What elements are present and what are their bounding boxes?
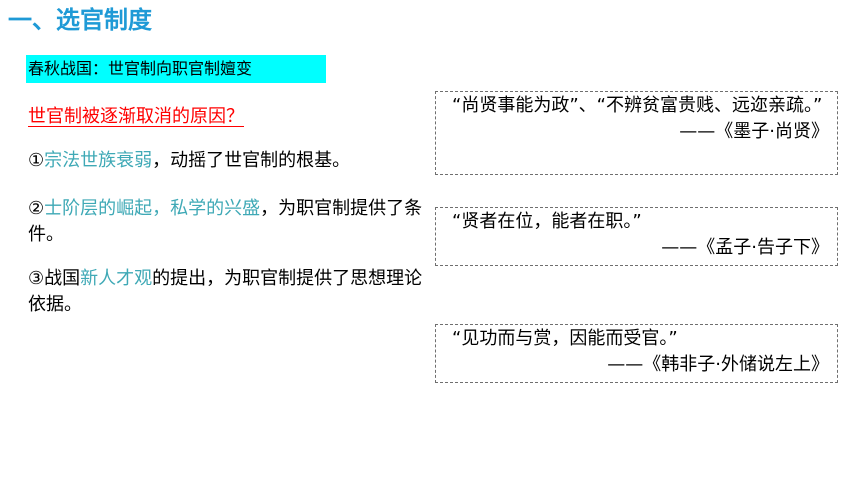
point-highlight: 士阶层的崛起，私学的兴盛	[44, 198, 261, 219]
quote-text: “尚贤事能为政”、“不辨贫富贵贱、远迩亲疏。”	[452, 95, 823, 116]
quote-text: “见功而与赏，因能而受官。”	[452, 328, 678, 349]
point-text: ，为职官制提供了条件。	[28, 198, 423, 245]
quote-source: ——《墨子·尚贤》	[679, 121, 829, 142]
section-banner: 春秋战国：世官制向职官制嬗变	[26, 55, 326, 83]
point-highlight: 宗法世族衰弱	[44, 150, 153, 171]
point-prefix: ③战国	[28, 268, 81, 289]
point-prefix: ②	[28, 198, 45, 219]
quote-box-mengzi: “贤者在位，能者在职。” ——《孟子·告子下》	[435, 207, 838, 266]
point-highlight: 新人才观	[80, 268, 153, 289]
quote-box-mozi: “尚贤事能为政”、“不辨贫富贵贱、远迩亲疏。” ——《墨子·尚贤》	[435, 91, 838, 175]
point-prefix: ①	[28, 150, 45, 171]
quote-box-hanfeizi: “见功而与赏，因能而受官。” ——《韩非子·外储说左上》	[435, 324, 838, 383]
quote-source: ——《孟子·告子下》	[661, 237, 829, 258]
point-text: ，动摇了世官制的根基。	[152, 150, 351, 171]
question-heading: 世官制被逐渐取消的原因？	[28, 106, 244, 127]
page-title: 一、选官制度	[8, 6, 152, 34]
point-text: 的提出，为职官制提供了思想理论依据。	[28, 268, 423, 315]
quote-source: ——《韩非子·外储说左上》	[607, 354, 829, 375]
reason-point-3: ③战国新人才观的提出，为职官制提供了思想理论依据。	[28, 266, 423, 318]
reason-point-1: ①宗法世族衰弱，动摇了世官制的根基。	[28, 148, 423, 174]
reason-point-2: ②士阶层的崛起，私学的兴盛，为职官制提供了条件。	[28, 196, 423, 248]
quote-text: “贤者在位，能者在职。”	[452, 211, 642, 232]
